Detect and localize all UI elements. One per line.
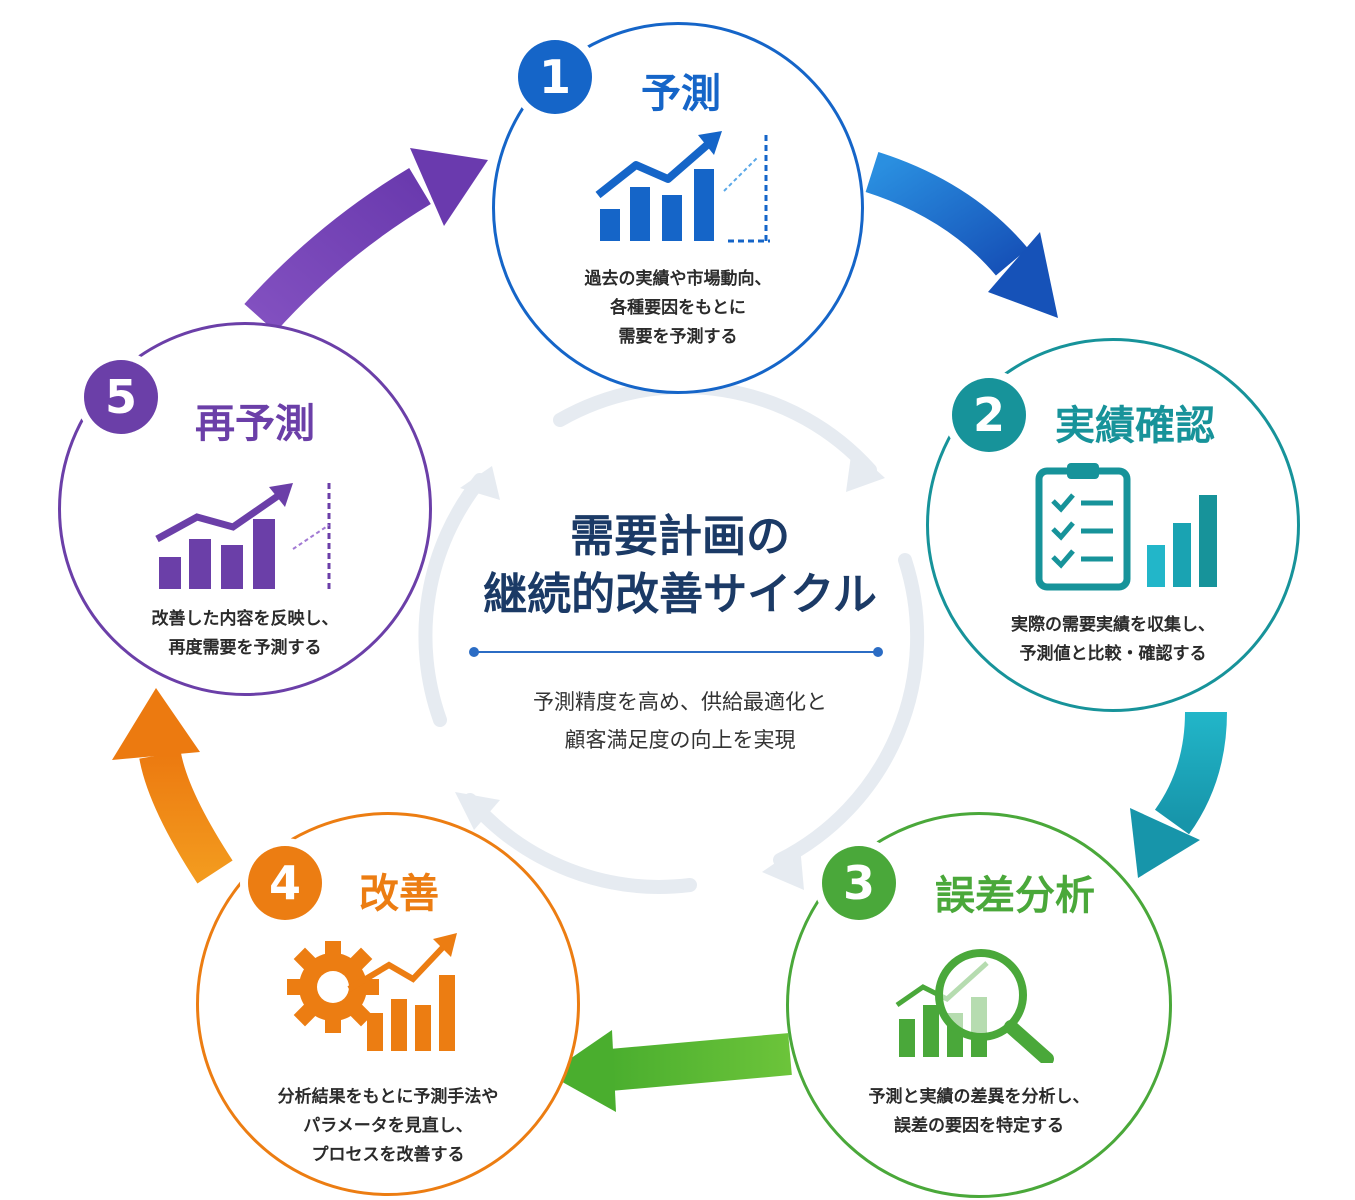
stage-number-badge-2: 2	[944, 370, 1034, 460]
clipboard-checklist-icon	[1035, 463, 1217, 591]
reforecast-chart-icon	[155, 483, 331, 589]
stage-error-analysis: 誤差分析 予測と実績の差異を分析し、 誤差の要因を特定する	[786, 812, 1172, 1198]
stage-title: 実績確認	[1055, 403, 1215, 449]
stage-number-badge-5: 5	[76, 352, 166, 442]
arrow-1-to-2	[865, 151, 1058, 318]
inner-arrowhead-2	[762, 846, 804, 890]
stage-description: 実際の需要実績を収集し、 予測値と比較・確認する	[1011, 615, 1215, 665]
inner-arrowhead-4	[460, 466, 500, 500]
center-title-line2: 継続的改善サイクル	[483, 569, 877, 620]
stage-forecast: 予測 過去の実績や市場動向、 各種要因をもとに 需要を予測する	[492, 22, 864, 394]
gear-chart-icon	[287, 933, 457, 1051]
arrow-4-to-5	[112, 688, 233, 884]
inner-arrowhead-1	[846, 448, 885, 492]
arrow-5-to-1	[244, 148, 488, 333]
stage-number-badge-4: 4	[240, 838, 330, 928]
stage-description: 改善した内容を反映し、 再度需要を予測する	[151, 609, 339, 659]
center-divider	[469, 647, 883, 657]
stage-description: 過去の実績や市場動向、 各種要因をもとに 需要を予測する	[584, 269, 772, 348]
center-description: 予測精度を高め、供給最適化と 顧客満足度の向上を実現	[533, 690, 827, 752]
stage-description: 分析結果をもとに予測手法や パラメータを見直し、 プロセスを改善する	[277, 1087, 499, 1166]
stage-number-badge-3: 3	[814, 838, 904, 928]
stage-reforecast: 再予測 改善した内容を反映し、 再度需要を予測する	[58, 322, 432, 696]
inner-arrowhead-3	[455, 792, 500, 830]
arrow-2-to-3	[1130, 711, 1227, 878]
stage-number-badge-1: 1	[510, 32, 600, 122]
forecast-chart-icon	[595, 131, 770, 243]
inner-cycle-ring	[418, 380, 925, 894]
stage-title: 予測	[641, 71, 721, 117]
stage-title: 改善	[359, 871, 439, 917]
arrow-3-to-4	[548, 1030, 792, 1112]
center-title-line1: 需要計画の	[570, 511, 790, 562]
magnifier-chart-icon	[895, 949, 1054, 1063]
stage-title: 誤差分析	[935, 873, 1095, 919]
stage-title: 再予測	[195, 401, 315, 447]
stage-description: 予測と実績の差異を分析し、 誤差の要因を特定する	[868, 1087, 1090, 1137]
